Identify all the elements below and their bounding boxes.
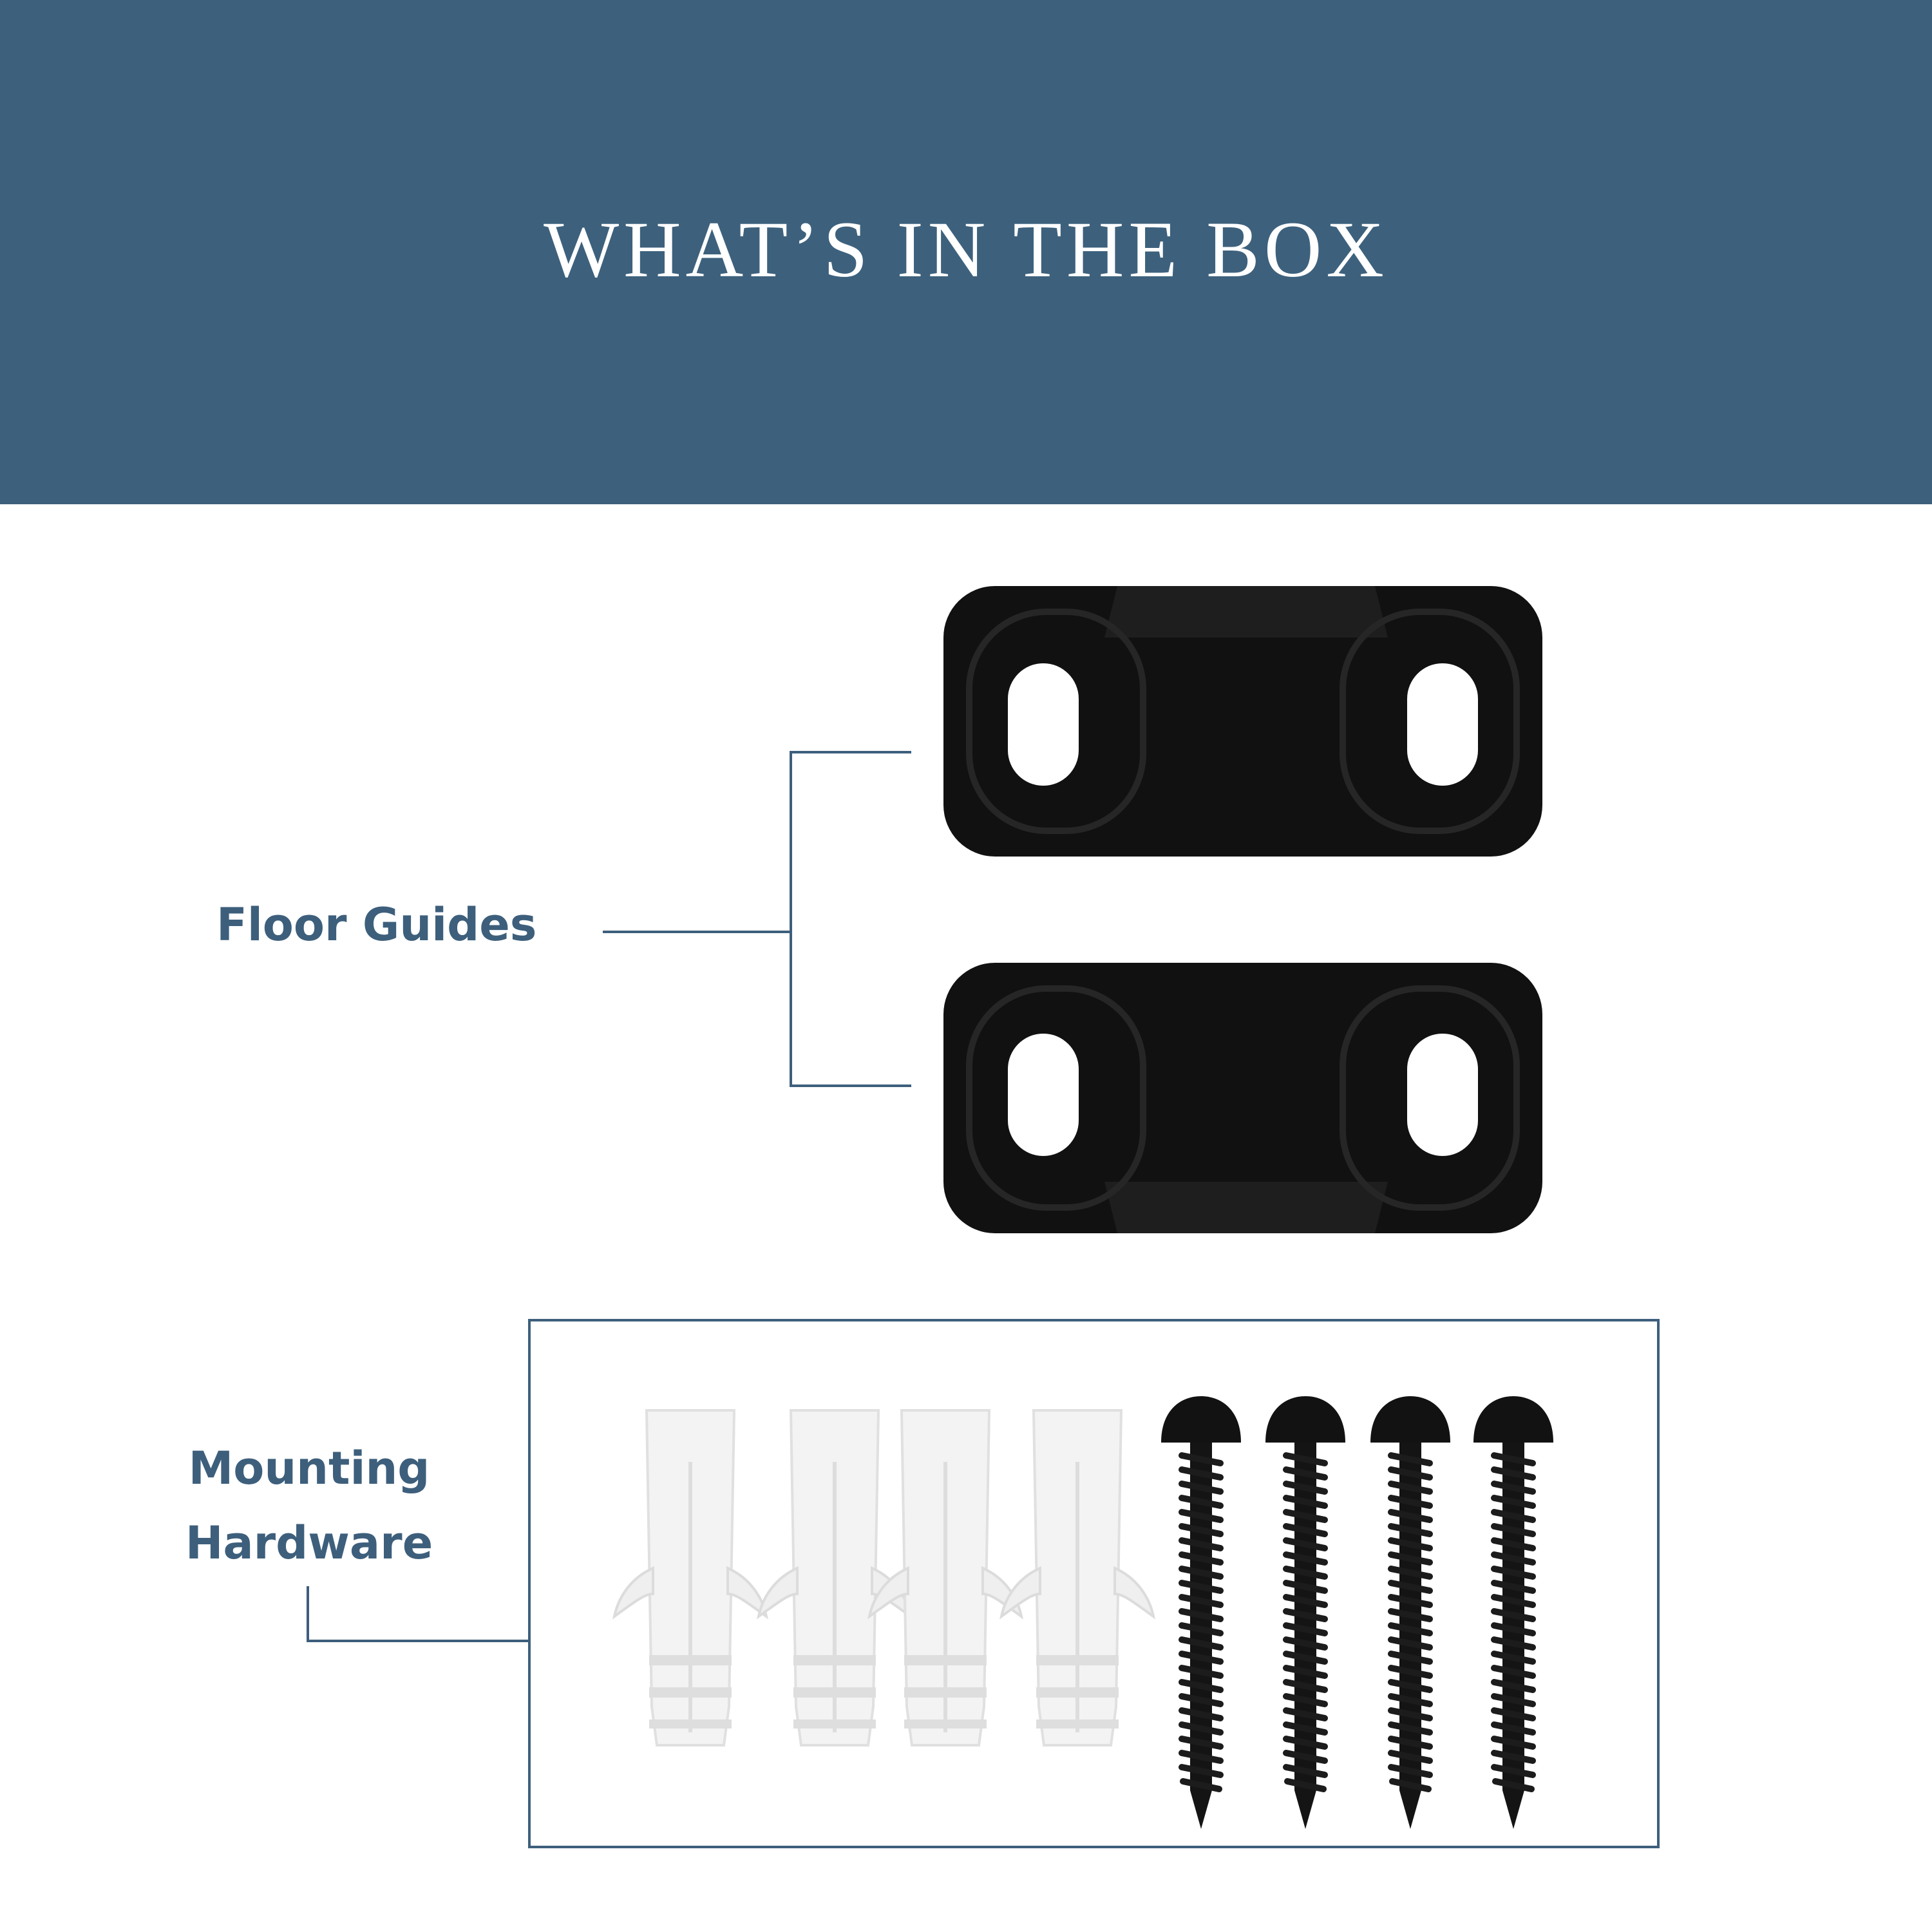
mounting-hardware-label: Mounting Hardware — [142, 1431, 477, 1580]
floor-guide-top — [943, 586, 1542, 857]
mounting-hardware-connector-line — [307, 1586, 529, 1642]
screw-2 — [1265, 1396, 1345, 1829]
mounting-hardware-box — [528, 1319, 1660, 1848]
screw-4 — [1473, 1396, 1553, 1829]
wall-anchor-2 — [759, 1410, 911, 1745]
wall-anchors — [614, 1410, 1153, 1745]
page-title: WHAT’S IN THE BOX — [544, 205, 1388, 294]
screw-3 — [1370, 1396, 1450, 1829]
floor-guides-label: Floor Guides — [216, 898, 537, 951]
header-banner: WHAT’S IN THE BOX — [0, 0, 1932, 504]
screws — [1161, 1396, 1553, 1829]
wall-anchor-1 — [614, 1410, 766, 1745]
wall-anchor-4 — [1001, 1410, 1153, 1745]
wall-anchor-3 — [869, 1410, 1021, 1745]
floor-guides-bracket-line — [603, 751, 911, 1087]
floor-guide-bottom — [943, 963, 1542, 1233]
mounting-hardware-label-line2: Hardware — [185, 1517, 433, 1569]
screw-1 — [1161, 1396, 1241, 1829]
mounting-hardware-label-line1: Mounting — [188, 1442, 430, 1495]
